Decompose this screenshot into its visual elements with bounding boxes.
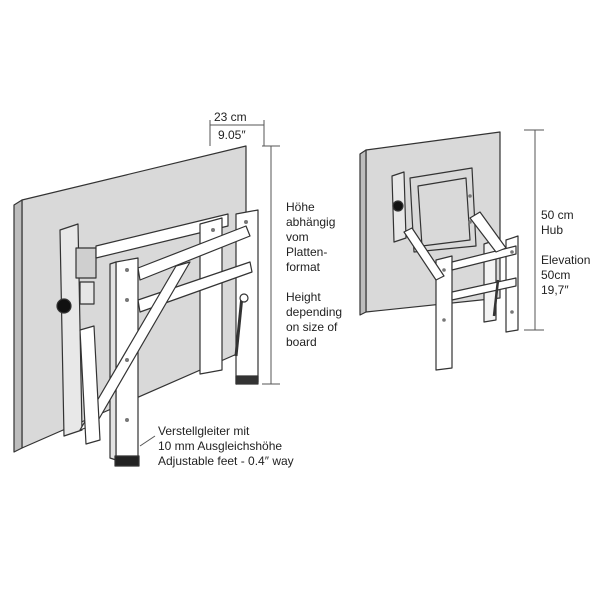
elevation-note: 50 cm Hub Elevation 50cm 19,7″ xyxy=(541,208,590,298)
feet-note: Verstellgleiter mit 10 mm Ausgleichshöhe… xyxy=(158,424,294,469)
height-de-line: Platten- xyxy=(286,245,328,259)
left-adjustable-foot xyxy=(114,455,140,467)
left-board-edge xyxy=(13,199,23,453)
left-gas-spring xyxy=(234,295,244,357)
feet-leader-line xyxy=(139,435,156,447)
width-inch-label: 9.05″ xyxy=(218,128,246,142)
height-de-line: Höhe xyxy=(286,200,315,214)
height-en-line: board xyxy=(286,335,317,349)
feet-line: Verstellgleiter mit xyxy=(158,424,250,438)
height-note-german: Höhe abhängig vom Platten- format xyxy=(286,200,335,275)
height-note-english: Height depending on size of board xyxy=(286,290,342,350)
right-bracket-drawing xyxy=(359,131,519,371)
width-dimension xyxy=(209,120,265,146)
left-bracket-drawing xyxy=(13,145,259,467)
elevation-line: Hub xyxy=(541,223,564,237)
right-release-knob xyxy=(392,200,404,212)
left-hinge-block xyxy=(75,247,97,279)
feet-line: Adjustable feet - 0.4″ way xyxy=(158,454,294,468)
height-en-line: on size of xyxy=(286,320,338,334)
left-release-knob xyxy=(56,298,72,314)
height-de-line: abhängig xyxy=(286,215,336,229)
height-de-line: format xyxy=(286,260,321,274)
elevation-line: 50cm xyxy=(541,268,571,282)
width-cm-label: 23 cm xyxy=(214,110,247,124)
height-de-line: vom xyxy=(286,230,309,244)
elevation-line xyxy=(541,238,590,253)
elevation-dimension xyxy=(524,129,544,331)
height-en-line: Height xyxy=(286,290,321,304)
elevation-line: 19,7″ xyxy=(541,283,569,297)
left-rear-rail xyxy=(95,213,229,259)
elevation-line: Elevation xyxy=(541,253,591,267)
feet-line: 10 mm Ausgleichshöhe xyxy=(158,439,283,453)
height-dimension xyxy=(262,145,280,385)
height-en-line: depending xyxy=(286,305,343,319)
elevation-line: 50 cm xyxy=(541,208,574,222)
left-rear-leg-a xyxy=(199,217,223,375)
